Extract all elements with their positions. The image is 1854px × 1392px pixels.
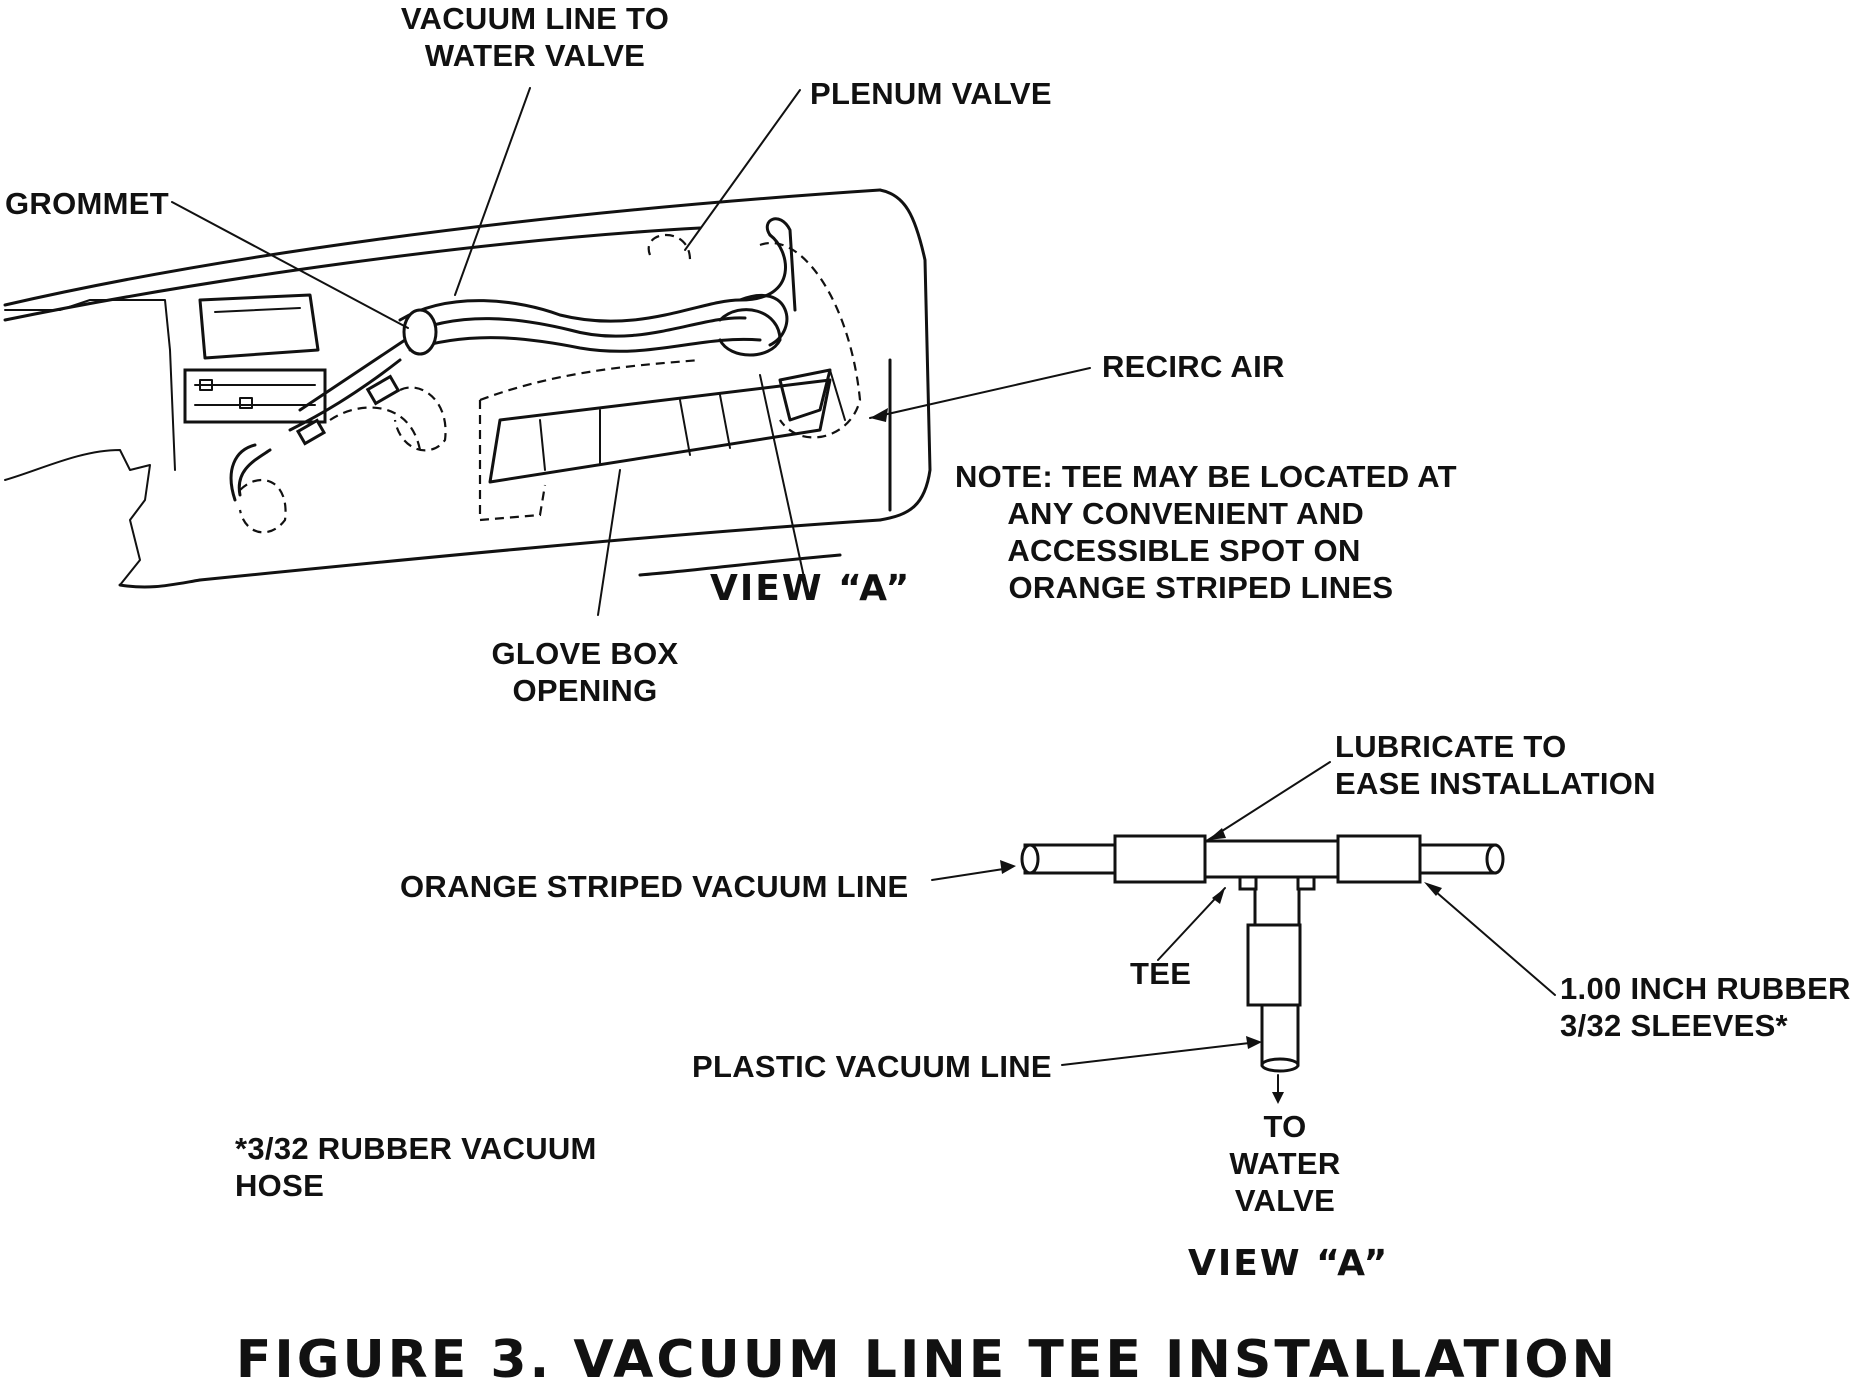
label-tee: TEE: [1130, 956, 1192, 991]
dashboard-illustration: [3, 188, 932, 589]
label-note: NOTE: TEE MAY BE LOCATED AT ANY CONVENIE…: [955, 459, 1457, 605]
label-glove-box-opening: GLOVE BOX OPENING: [491, 636, 679, 708]
figure-caption: FIGURE 3. VACUUM LINE TEE INSTALLATION: [235, 1330, 1619, 1390]
view-a-detail: [931, 761, 1556, 1104]
label-vacuum-line-to-water-valve: VACUUM LINE TO WATER VALVE: [400, 1, 670, 73]
label-lubricate: LUBRICATE TO EASE INSTALLATION: [1335, 729, 1656, 801]
label-rubber-sleeves: 1.00 INCH RUBBER 3/32 SLEEVES*: [1560, 971, 1851, 1043]
label-plenum-valve: PLENUM VALVE: [810, 76, 1052, 111]
label-view-a-top: VIEW “A”: [710, 568, 912, 609]
bottom-rubber-sleeve: [1246, 923, 1302, 1007]
label-plastic-vacuum-line: PLASTIC VACUUM LINE: [692, 1049, 1052, 1084]
label-view-a-bottom: VIEW “A”: [1188, 1243, 1390, 1284]
left-rubber-sleeve: [1113, 834, 1207, 884]
label-to-water-valve: TO WATER VALVE: [1229, 1109, 1341, 1218]
label-recirc-air: RECIRC AIR: [1102, 349, 1285, 384]
label-orange-striped-vacuum-line: ORANGE STRIPED VACUUM LINE: [400, 869, 909, 904]
label-grommet: GROMMET: [5, 186, 169, 221]
label-footnote: *3/32 RUBBER VACUUM HOSE: [235, 1131, 597, 1203]
right-rubber-sleeve: [1336, 834, 1422, 884]
top-leader-lines: [171, 87, 1091, 616]
